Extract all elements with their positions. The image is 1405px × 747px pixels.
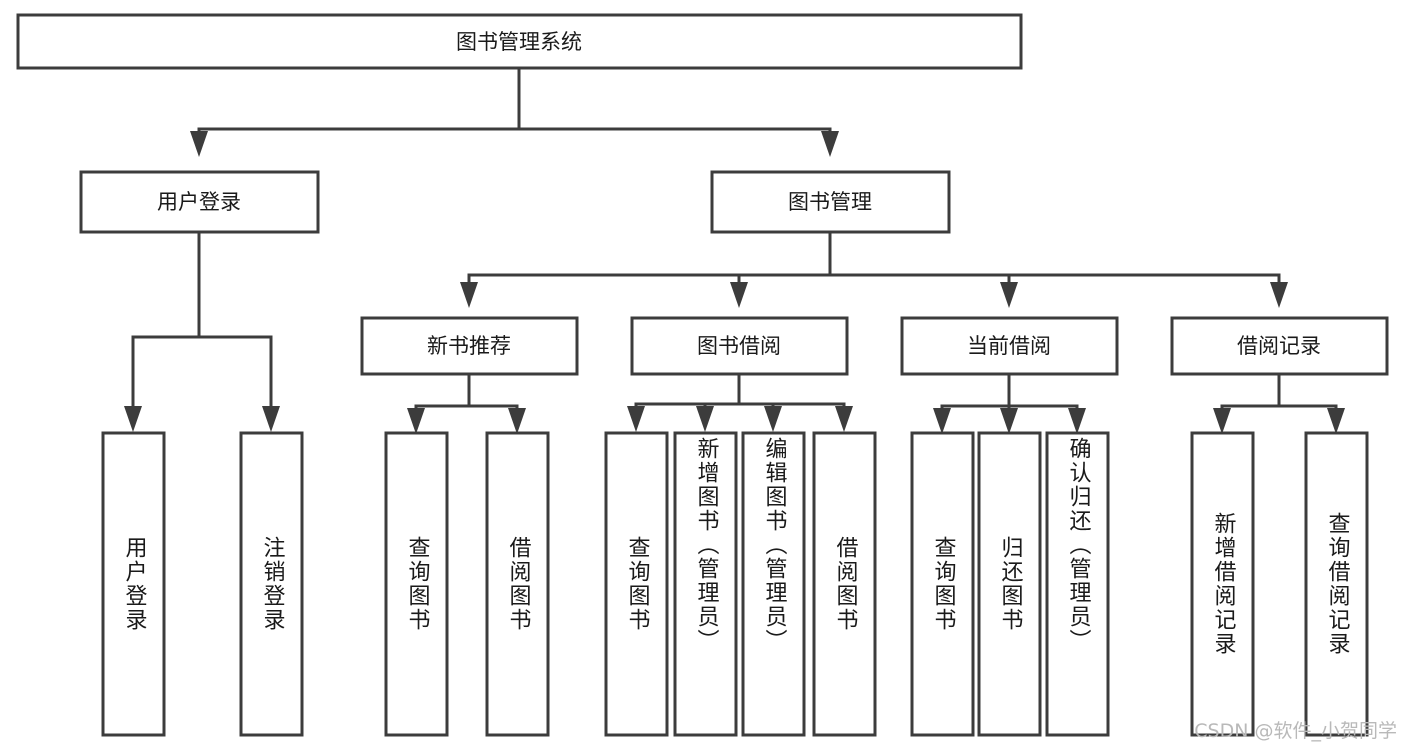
- arrow-to-leaf-bookborrow-2: [696, 406, 714, 432]
- node-new-book-recommend[interactable]: 新书推荐: [360, 316, 579, 376]
- node-borrow-record[interactable]: 借阅记录: [1170, 316, 1389, 376]
- node-book-manage-label: 图书管理: [788, 190, 872, 214]
- arrow-to-leaf-currentborrow-3: [1068, 408, 1086, 434]
- node-book-borrow[interactable]: 图书借阅: [630, 316, 849, 376]
- node-book-borrow-label: 图书借阅: [697, 334, 781, 358]
- arrow-to-book-manage: [821, 131, 839, 157]
- arrow-to-leaf-newbook-2: [508, 408, 526, 434]
- node-root[interactable]: 图书管理系统: [16, 13, 1023, 70]
- arrow-to-user-login: [190, 131, 208, 157]
- leaf-box-currentborrow-3[interactable]: [1045, 431, 1110, 737]
- node-current-borrow-label: 当前借阅: [967, 334, 1051, 358]
- arrow-to-book-borrow: [730, 282, 748, 308]
- node-user-login[interactable]: 用户登录: [79, 170, 320, 234]
- node-book-manage-box[interactable]: [710, 170, 951, 234]
- leaf-box-borrowrecord-1[interactable]: [1190, 431, 1255, 737]
- node-new-book-recommend-label: 新书推荐: [427, 334, 511, 358]
- leaf-box-bookborrow-4[interactable]: [812, 431, 877, 737]
- leaf-box-bookborrow-2[interactable]: [673, 431, 738, 737]
- leaf-box-newbook-1[interactable]: [384, 431, 449, 737]
- node-root-label: 图书管理系统: [456, 30, 582, 54]
- node-root-box[interactable]: [16, 13, 1023, 70]
- leaf-box-currentborrow-1[interactable]: [910, 431, 975, 737]
- node-book-manage[interactable]: 图书管理: [710, 170, 951, 234]
- connector-layer: [124, 66, 1345, 434]
- node-book-borrow-box[interactable]: [630, 316, 849, 376]
- leaf-box-newbook-2[interactable]: [485, 431, 550, 737]
- arrow-to-current-borrow: [1000, 282, 1018, 308]
- node-new-book-recommend-box[interactable]: [360, 316, 579, 376]
- arrow-to-leaf-newbook-1: [407, 408, 425, 434]
- node-borrow-record-box[interactable]: [1170, 316, 1389, 376]
- node-borrow-record-label: 借阅记录: [1237, 334, 1321, 358]
- leaf-box-currentborrow-2[interactable]: [977, 431, 1042, 737]
- arrow-to-new-book-recommend: [460, 282, 478, 308]
- arrow-to-leaf-bookborrow-3: [764, 406, 782, 432]
- arrow-to-borrow-record: [1270, 282, 1288, 308]
- arrow-to-leaf-user-login-1: [124, 406, 142, 432]
- arrow-to-leaf-borrowrecord-2: [1327, 408, 1345, 434]
- arrow-to-leaf-bookborrow-4: [835, 406, 853, 432]
- node-current-borrow[interactable]: 当前借阅: [900, 316, 1119, 376]
- arrow-to-leaf-currentborrow-2: [1000, 408, 1018, 434]
- arrow-to-leaf-borrowrecord-1: [1213, 408, 1231, 434]
- leaf-box-user-login-2[interactable]: [239, 431, 304, 737]
- arrow-to-leaf-currentborrow-1: [933, 408, 951, 434]
- node-current-borrow-box[interactable]: [900, 316, 1119, 376]
- arrow-to-leaf-bookborrow-1: [627, 406, 645, 432]
- leaf-box-borrowrecord-2[interactable]: [1304, 431, 1369, 737]
- node-user-login-label: 用户登录: [157, 190, 241, 214]
- node-user-login-box[interactable]: [79, 170, 320, 234]
- leaf-box-bookborrow-1[interactable]: [604, 431, 669, 737]
- leaf-box-bookborrow-3[interactable]: [741, 431, 806, 737]
- leaf-box-user-login-1[interactable]: [101, 431, 166, 737]
- arrow-to-leaf-user-login-2: [262, 406, 280, 432]
